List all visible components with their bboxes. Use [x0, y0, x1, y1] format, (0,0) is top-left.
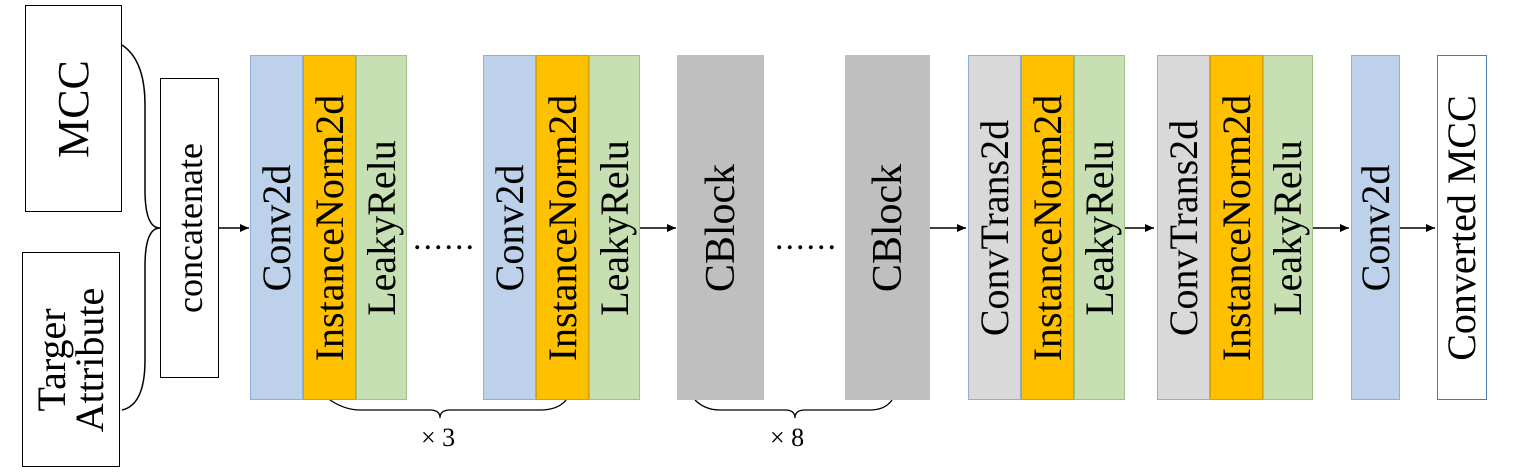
instancenorm-label-2: InstanceNorm2d	[539, 94, 585, 361]
instancenorm-block-2: InstanceNorm2d	[536, 55, 589, 400]
leakyrelu-label-1: LeakyRelu	[358, 139, 404, 316]
instancenorm-block-3: InstanceNorm2d	[1021, 55, 1074, 400]
conv2d-label-1: Conv2d	[253, 164, 299, 291]
input-brace	[121, 44, 161, 411]
leakyrelu-block-1: LeakyRelu	[356, 55, 407, 400]
conv2d-block-2: Conv2d	[483, 55, 536, 400]
convtrans2d-label-2: ConvTrans2d	[1160, 119, 1206, 336]
convtrans2d-label-1: ConvTrans2d	[971, 119, 1017, 336]
concatenate-box: concatenate	[160, 78, 219, 378]
leakyrelu-block-2: LeakyRelu	[589, 55, 640, 400]
repeat-brace-down	[329, 399, 567, 419]
conv2d-block-final: Conv2d	[1351, 55, 1400, 400]
leakyrelu-block-4: LeakyRelu	[1263, 55, 1313, 400]
input-target-attribute-label: Targer Attribute	[29, 287, 112, 432]
repeat-label-down: × 3	[421, 423, 456, 452]
cblock-label-1: CBlock	[697, 163, 744, 292]
input-mcc-label: MCC	[48, 59, 98, 158]
concatenate-label: concatenate	[169, 143, 210, 313]
instancenorm-label-3: InstanceNorm2d	[1024, 94, 1070, 361]
instancenorm-block-1: InstanceNorm2d	[303, 55, 356, 400]
leakyrelu-block-3: LeakyRelu	[1074, 55, 1125, 400]
convtrans2d-block-2: ConvTrans2d	[1157, 55, 1210, 400]
conv2d-label-final: Conv2d	[1352, 164, 1398, 291]
instancenorm-block-4: InstanceNorm2d	[1210, 55, 1263, 400]
cblock-label-2: CBlock	[864, 163, 911, 292]
ellipsis-down: ......	[413, 220, 476, 257]
input-target-attribute-box: Targer Attribute	[22, 252, 120, 467]
convtrans2d-block-1: ConvTrans2d	[968, 55, 1021, 400]
instancenorm-label-1: InstanceNorm2d	[306, 94, 352, 361]
leakyrelu-label-3: LeakyRelu	[1076, 139, 1122, 316]
instancenorm-label-4: InstanceNorm2d	[1213, 94, 1259, 361]
leakyrelu-label-4: LeakyRelu	[1265, 139, 1310, 316]
output-converted-mcc-box: Converted MCC	[1437, 55, 1487, 400]
leakyrelu-label-2: LeakyRelu	[591, 139, 637, 316]
cblock-1: CBlock	[677, 55, 764, 400]
cblock-2: CBlock	[845, 55, 930, 400]
input-mcc-box: MCC	[25, 5, 122, 212]
conv2d-label-2: Conv2d	[486, 164, 532, 291]
repeat-brace-res	[694, 399, 893, 419]
conv2d-block-1: Conv2d	[250, 55, 303, 400]
ellipsis-res: ......	[775, 220, 838, 257]
repeat-label-res: × 8	[770, 423, 805, 452]
output-converted-mcc-label: Converted MCC	[1439, 94, 1484, 361]
